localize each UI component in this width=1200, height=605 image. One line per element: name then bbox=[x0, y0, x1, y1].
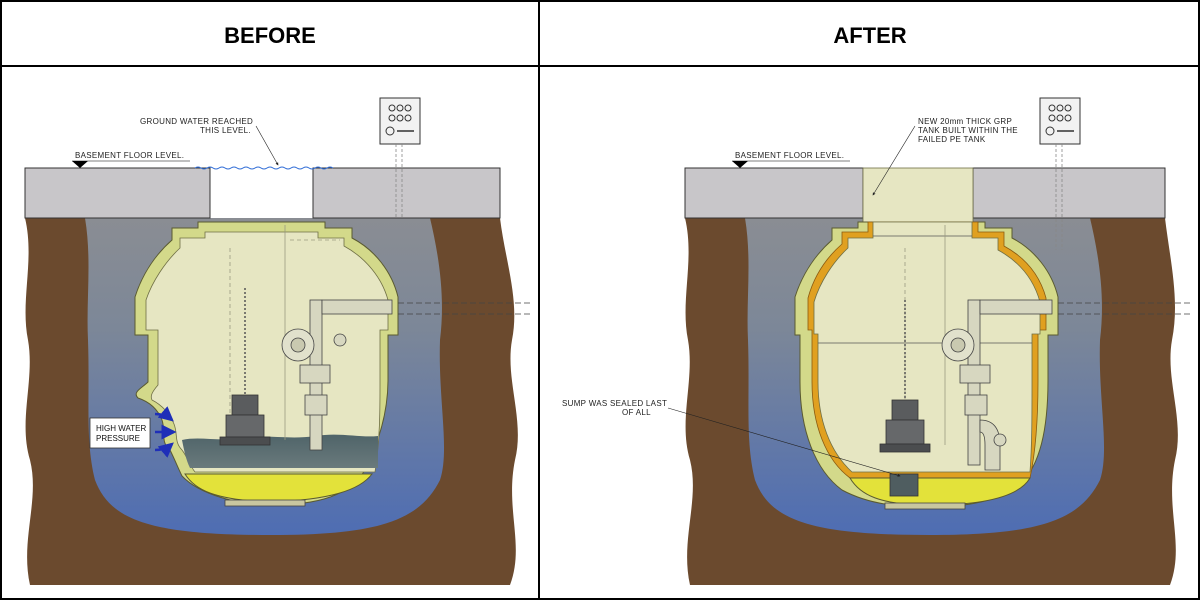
after-slab-left bbox=[684, 167, 864, 219]
before-floor-marker bbox=[72, 161, 88, 168]
after-sealed-sump bbox=[889, 473, 919, 497]
before-pressure-label-2: PRESSURE bbox=[96, 434, 140, 443]
after-floor-marker bbox=[732, 161, 748, 168]
after-tank-inner bbox=[813, 221, 1041, 473]
before-slab-right bbox=[312, 167, 501, 219]
before-pipework bbox=[281, 299, 393, 451]
before-control-panel bbox=[379, 97, 421, 145]
after-neck-infill bbox=[862, 167, 974, 223]
before-floor-label: BASEMENT FLOOR LEVEL. bbox=[75, 151, 184, 160]
before-water-line bbox=[194, 166, 334, 170]
before-pressure-callout: HIGH WATER PRESSURE bbox=[89, 417, 151, 449]
after-sump-label-2: OF ALL bbox=[622, 408, 651, 417]
before-pressure-label-1: HIGH WATER bbox=[96, 424, 146, 433]
after-pipework bbox=[941, 299, 1053, 471]
after-floor-label: BASEMENT FLOOR LEVEL. bbox=[735, 151, 844, 160]
after-slab-right bbox=[972, 167, 1166, 219]
after-pump bbox=[879, 399, 931, 453]
before-pump bbox=[219, 394, 271, 446]
before-groundwater-label-1: GROUND WATER REACHED bbox=[140, 117, 253, 126]
after-sump-label-1: SUMP WAS SEALED LAST bbox=[562, 399, 667, 408]
before-header: BEFORE bbox=[224, 23, 316, 48]
before-groundwater-label-2: THIS LEVEL. bbox=[200, 126, 251, 135]
after-grp-label-2: TANK BUILT WITHIN THE bbox=[918, 126, 1018, 135]
before-slab-left bbox=[24, 167, 211, 219]
after-grp-leader bbox=[872, 125, 916, 196]
after-sump-leader bbox=[667, 407, 901, 477]
after-grp-label-1: NEW 20mm THICK GRP bbox=[918, 117, 1012, 126]
after-grp-label-3: FAILED PE TANK bbox=[918, 135, 986, 144]
before-tank-water bbox=[182, 434, 378, 468]
before-base-flange bbox=[224, 499, 306, 507]
before-groundwater-leader bbox=[255, 125, 279, 166]
after-base-flange bbox=[884, 502, 966, 510]
after-header: AFTER bbox=[833, 23, 906, 48]
before-panel: BASEMENT FLOOR LEVEL. GROUND WATER REACH… bbox=[24, 97, 530, 585]
after-panel: BASEMENT FLOOR LEVEL. NEW 20mm THICK GRP… bbox=[562, 97, 1190, 585]
before-pressure-arrows bbox=[154, 406, 177, 458]
after-control-panel bbox=[1039, 97, 1081, 145]
